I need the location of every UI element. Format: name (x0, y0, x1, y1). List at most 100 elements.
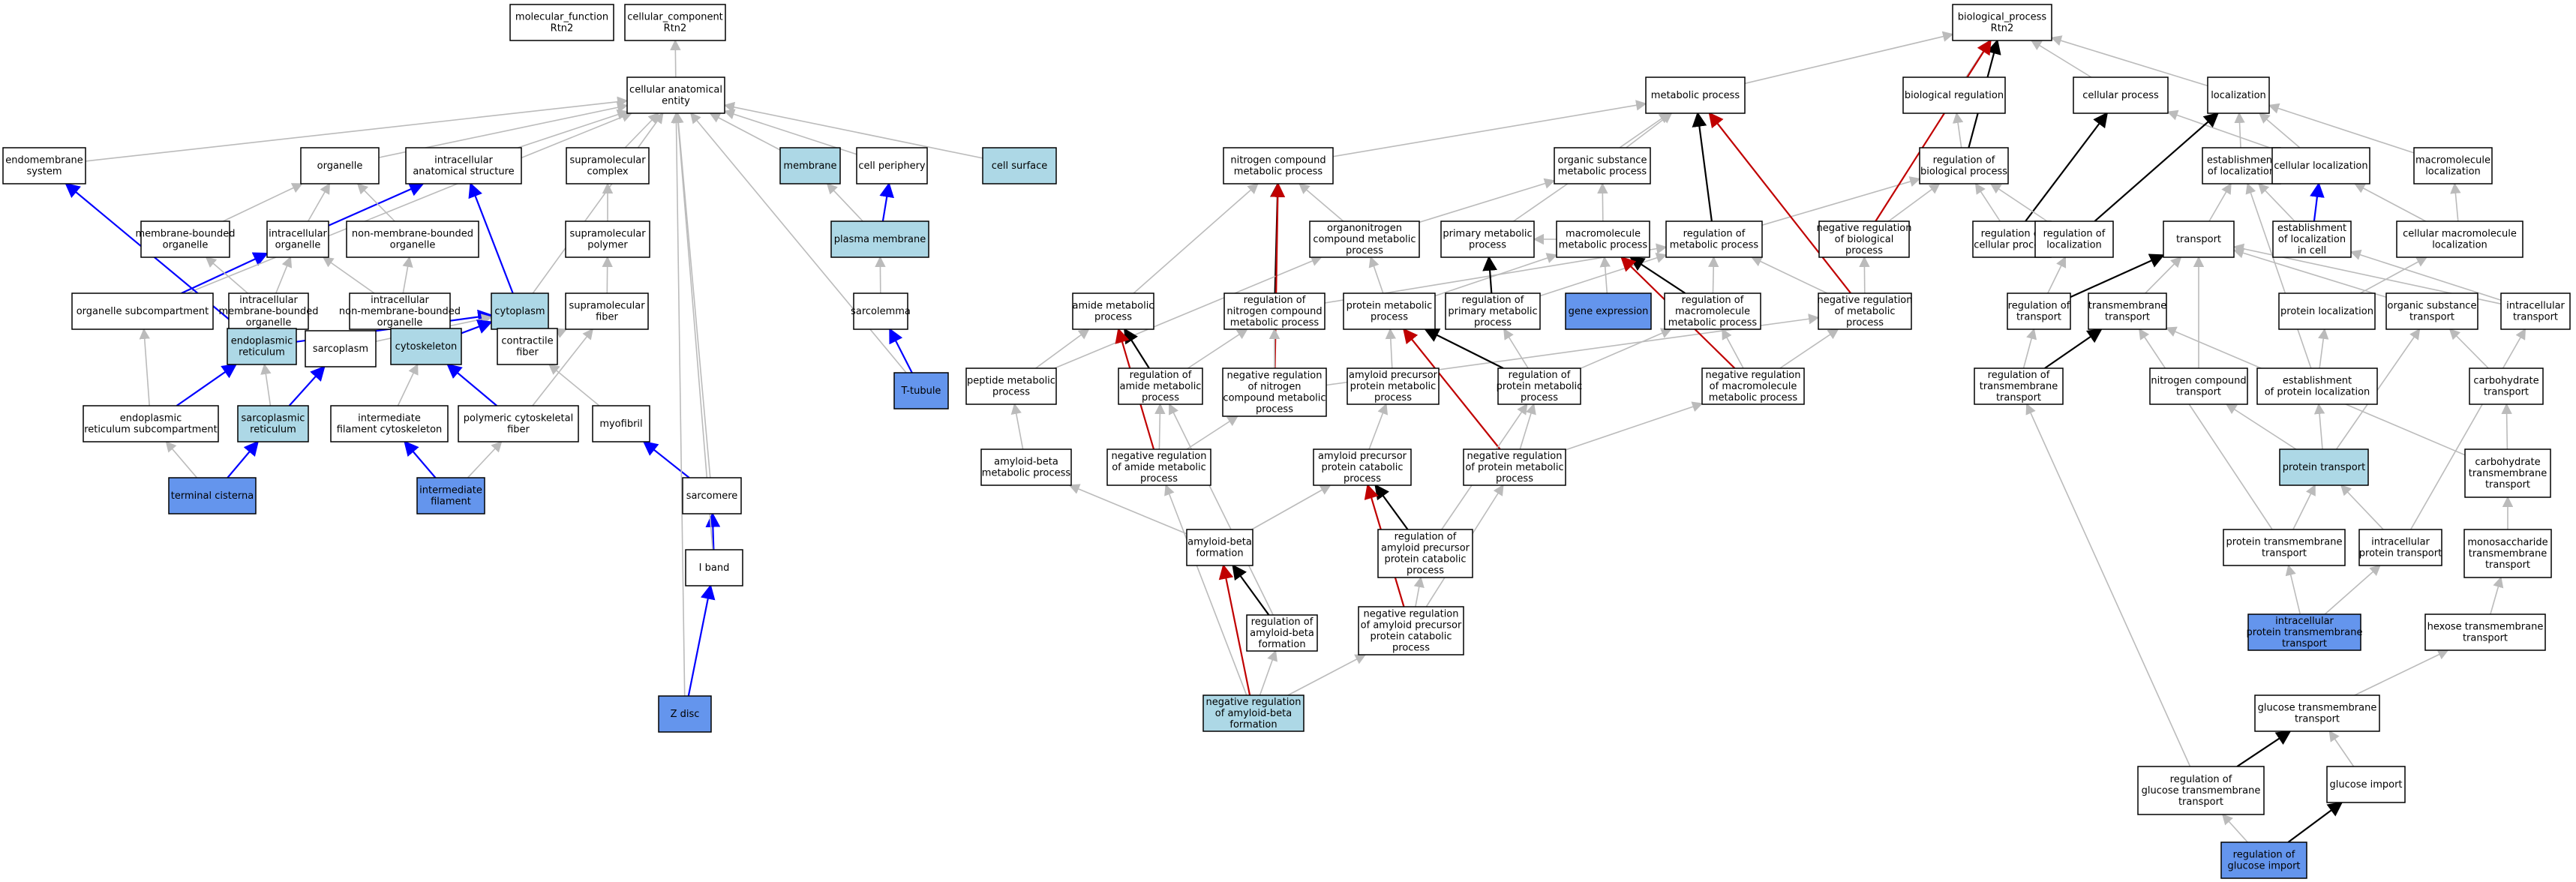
node-membrane[interactable]: membrane (779, 147, 841, 184)
node-sarcoplasm[interactable]: sarcoplasm (305, 330, 377, 368)
node-sarcomere[interactable]: sarcomere (682, 477, 742, 514)
node-prot_loc[interactable]: protein localization (2278, 292, 2376, 330)
node-cell_loc[interactable]: cellular localization (2271, 147, 2370, 184)
node-bio_reg[interactable]: biological regulation (1902, 76, 2006, 114)
node-pm[interactable]: plasma membrane (830, 220, 929, 258)
node-transport[interactable]: transport (2163, 220, 2235, 258)
node-iband[interactable]: I band (685, 549, 743, 586)
node-ttubule[interactable]: T-tubule (893, 372, 949, 410)
node-terminal[interactable]: terminal cisterna (168, 477, 257, 514)
node-prot_tr[interactable]: protein transport (2279, 448, 2369, 486)
node-zdisc[interactable]: Z disc (658, 695, 712, 733)
node-cell_surface[interactable]: cell surface (982, 147, 1057, 184)
node-label-line: regulation of (1462, 295, 1524, 306)
node-cytoplasm[interactable]: cytoplasm (491, 292, 549, 330)
node-inmbo[interactable]: intracellularnon-membrane-boundedorganel… (339, 292, 461, 330)
node-localization[interactable]: localization (2207, 76, 2270, 114)
node-cytoskeleton[interactable]: cytoskeleton (390, 328, 462, 365)
node-organelle[interactable]: organelle (300, 147, 380, 184)
node-cell_proc[interactable]: cellular process (2073, 76, 2169, 114)
node-gene_expr[interactable]: gene expression (1565, 292, 1652, 330)
node-metab[interactable]: metabolic process (1645, 76, 1746, 114)
node-myofibril[interactable]: myofibril (592, 405, 650, 442)
node-cell_periph[interactable]: cell periphery (856, 147, 928, 184)
node-label-line: cellular process (1974, 240, 2050, 251)
node-glc_imp[interactable]: glucose import (2326, 766, 2406, 803)
node-org_sub[interactable]: organelle subcompartment (71, 292, 214, 330)
node-sarcolemma[interactable]: sarcolemma (851, 292, 911, 330)
